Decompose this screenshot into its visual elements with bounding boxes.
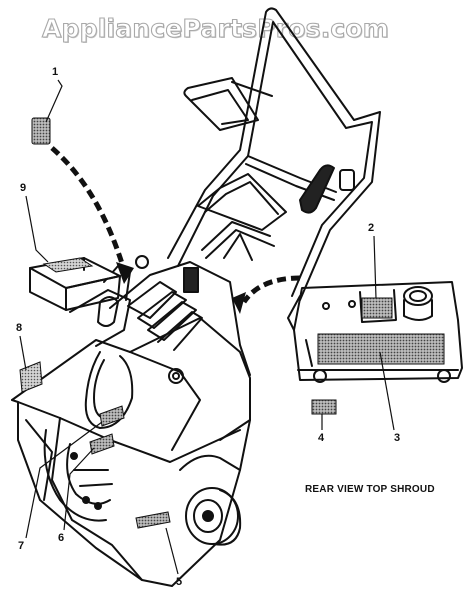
callout-7: 7 <box>18 540 25 552</box>
wheel <box>185 487 242 546</box>
decal-7 <box>99 405 125 427</box>
watermark-logo: AppliancePartsPros.com <box>41 13 390 43</box>
callout-2: 2 <box>368 222 375 234</box>
dashed-arrow-1 <box>50 146 127 271</box>
callout-1: 1 <box>52 66 59 78</box>
leader-5 <box>165 527 179 575</box>
decal-4 <box>311 399 337 415</box>
decal-5 <box>135 511 171 529</box>
decal-6 <box>89 433 115 455</box>
decal-2 <box>361 297 393 319</box>
leader-8 <box>19 335 27 371</box>
engine-shroud <box>109 255 251 376</box>
main-housing <box>11 317 251 587</box>
arrowhead-2 <box>232 292 246 314</box>
callout-6: 6 <box>58 532 65 544</box>
handle-assembly <box>167 7 381 301</box>
callout-4: 4 <box>318 432 325 444</box>
leader-7 <box>25 421 103 539</box>
decal-1 <box>31 117 51 145</box>
arrowhead-1 <box>116 262 134 284</box>
rear-view-caption: REAR VIEW TOP SHROUD <box>305 484 435 495</box>
leader-3 <box>379 351 395 431</box>
callout-8: 8 <box>16 322 23 334</box>
leader-6 <box>63 447 95 531</box>
leader-2 <box>373 235 377 299</box>
callout-3: 3 <box>394 432 401 444</box>
dashed-arrow-2 <box>241 275 301 304</box>
callout-5: 5 <box>176 576 183 588</box>
rear-shroud <box>287 281 463 383</box>
callout-9: 9 <box>20 182 27 194</box>
leader-9 <box>25 195 49 263</box>
leader-1 <box>45 79 63 123</box>
decal-9 <box>42 257 94 273</box>
decal-8 <box>19 361 43 393</box>
